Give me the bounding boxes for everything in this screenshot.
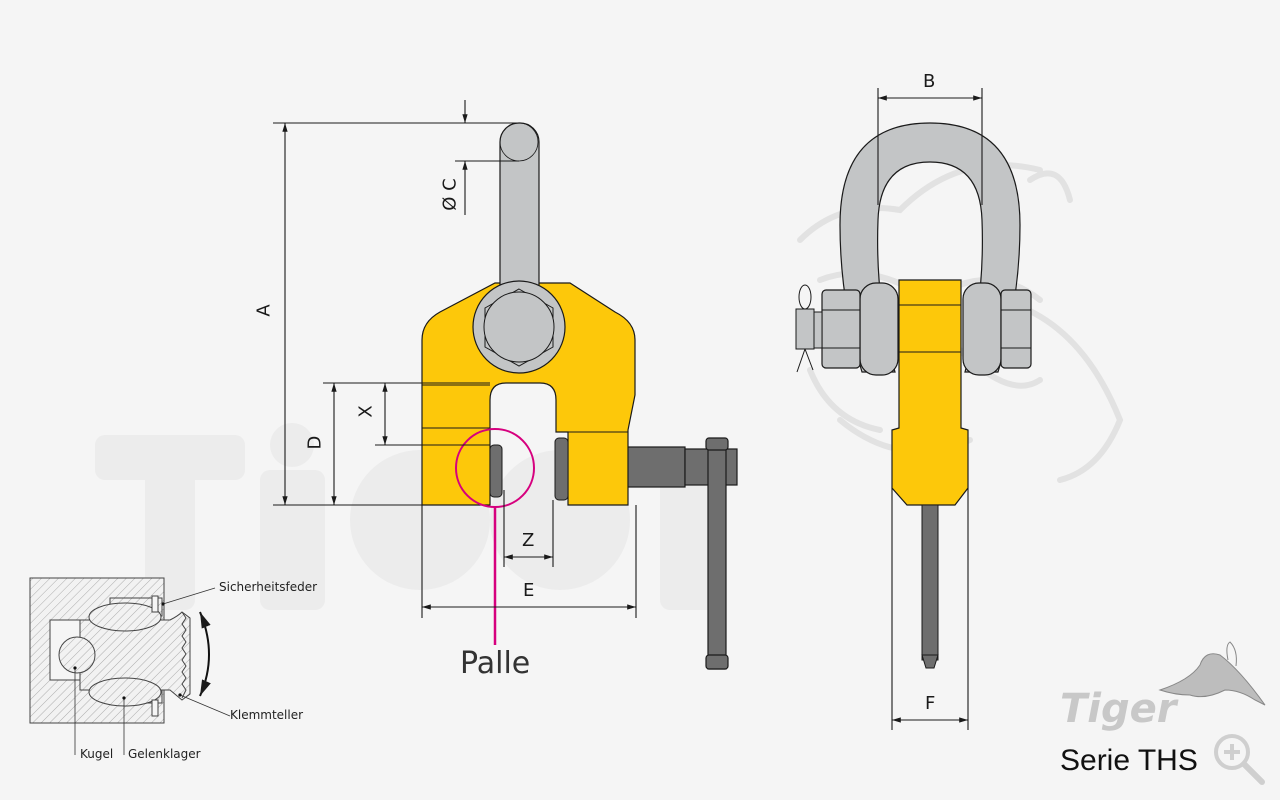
- side-view: [795, 88, 1032, 730]
- dim-label-d: D: [304, 435, 326, 450]
- dim-label-z: Z: [522, 530, 535, 551]
- detail-section: [29, 577, 231, 755]
- handle-rod-side: [921, 504, 939, 661]
- clamp-body-side: [891, 279, 969, 506]
- dim-label-e: E: [523, 580, 535, 601]
- ball-kugel: [58, 636, 96, 674]
- dim-label-b: B: [923, 71, 936, 92]
- tiger-logo-animal: [1158, 641, 1266, 706]
- zoom-in-icon[interactable]: [1214, 734, 1265, 785]
- shackle-nut-right: [1000, 289, 1032, 369]
- fixed-pad: [489, 444, 503, 498]
- label-klemmteller: Klemmteller: [230, 708, 304, 722]
- clamping-pad: [554, 437, 569, 501]
- series-title: Serie THS: [1060, 744, 1198, 777]
- clamp-handle: [624, 437, 738, 670]
- brand-logo-text: Tiger: [1060, 686, 1177, 732]
- label-sicherheitsfeder: Sicherheitsfeder: [219, 580, 318, 594]
- dim-label-x: X: [355, 405, 377, 418]
- palle-callout-label: Palle: [460, 646, 531, 681]
- label-kugel: Kugel: [80, 747, 114, 761]
- label-gelenklager: Gelenklager: [128, 747, 201, 761]
- front-view: [273, 100, 738, 670]
- shackle-nut-left: [821, 289, 861, 369]
- dim-label-f: F: [925, 693, 936, 714]
- rotation-arrow: [199, 611, 211, 697]
- dim-label-c: Ø C: [439, 178, 461, 211]
- dim-label-a: A: [253, 304, 275, 317]
- hex-nut: [484, 288, 554, 367]
